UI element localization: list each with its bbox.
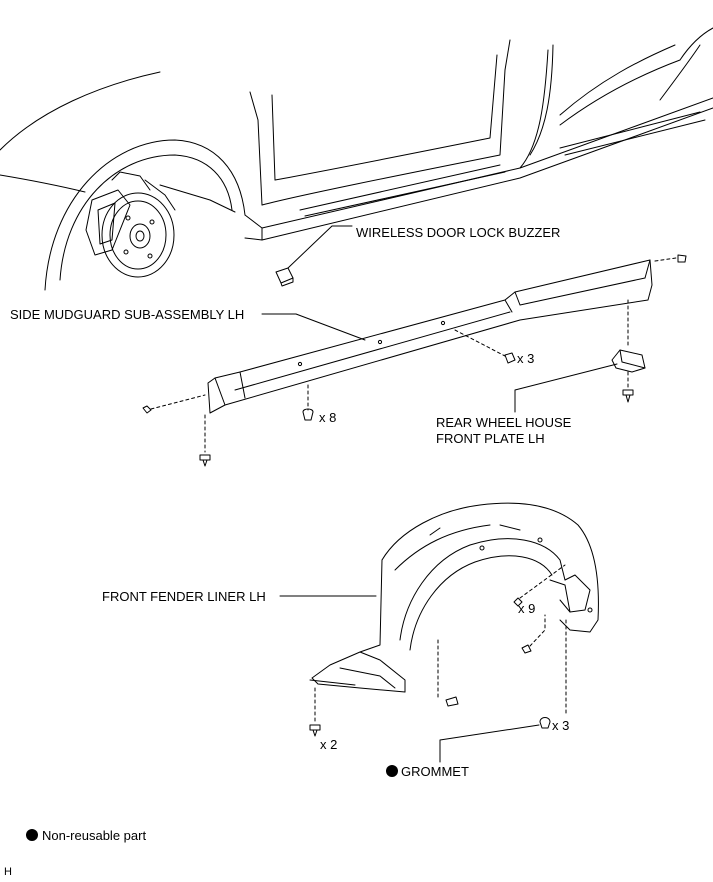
- rear-plate-part: [514, 349, 646, 413]
- label-front-fender-liner: FRONT FENDER LINER LH: [102, 589, 266, 604]
- label-rear-plate-line1: REAR WHEEL HOUSE: [436, 415, 572, 430]
- label-wireless-door-lock-buzzer: WIRELESS DOOR LOCK BUZZER: [356, 225, 561, 240]
- wireless-buzzer-part: [275, 225, 353, 287]
- qty-liner-front-screws: x 2: [320, 737, 338, 752]
- front-fender-liner-part: [279, 502, 599, 693]
- label-grommet: GROMMET: [401, 764, 469, 779]
- liner-fasteners: [309, 564, 567, 763]
- brake-rotor-assembly: [85, 171, 236, 278]
- corner-mark: H: [4, 866, 12, 878]
- qty-mudguard-bottom-clips: x 8: [319, 410, 337, 425]
- side-mudguard-part: [207, 259, 653, 414]
- qty-liner-side-clips: x 9: [518, 601, 536, 616]
- label-side-mudguard: SIDE MUDGUARD SUB-ASSEMBLY LH: [10, 307, 245, 322]
- legend-non-reusable-marker: [26, 829, 38, 841]
- mudguard-fasteners: [142, 254, 687, 467]
- qty-liner-rear-clips: x 3: [552, 718, 570, 733]
- qty-mudguard-top-clips: x 3: [517, 351, 535, 366]
- label-rear-plate-line2: FRONT PLATE LH: [436, 431, 545, 446]
- legend-non-reusable-text: Non-reusable part: [42, 828, 147, 843]
- vehicle-body-outline: [0, 27, 713, 291]
- grommet-non-reusable-marker: [386, 765, 398, 777]
